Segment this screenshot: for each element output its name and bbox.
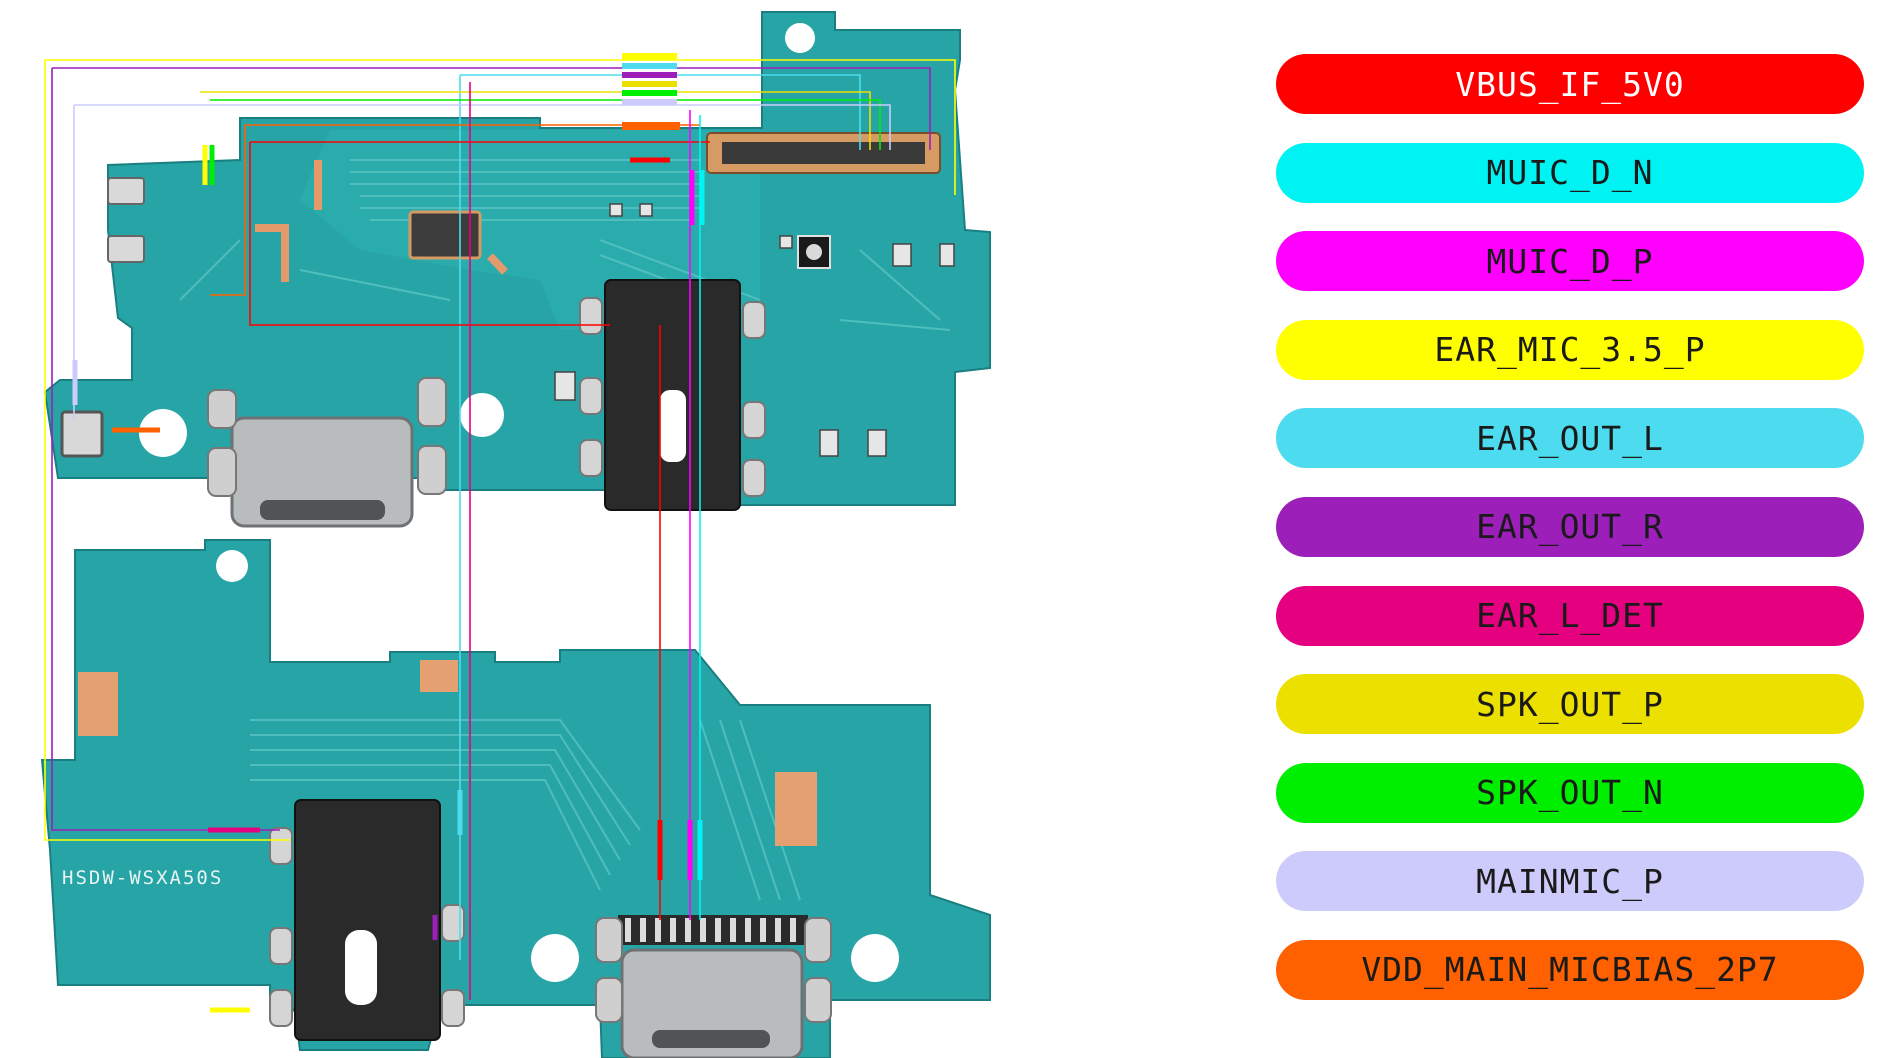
- wire-ear-mic: [44, 60, 290, 841]
- legend-item-mainmic-p: MAINMIC_P: [1276, 851, 1864, 912]
- copper-pad-trace: [487, 253, 508, 275]
- usb-c-port-top-opening: [260, 500, 385, 520]
- coax-connector-center: [806, 244, 822, 260]
- audio-jack-top-pads: [579, 297, 766, 497]
- wire-ear-out-r: [51, 68, 280, 831]
- wire-spk-n: [210, 99, 881, 150]
- usb-c-pads-top: [207, 377, 447, 497]
- top-mount-hole: [785, 23, 815, 53]
- top-board-traces: [179, 159, 951, 331]
- top-mount-hole: [139, 409, 187, 457]
- board-silkscreen-label: HSDW-WSXA50S: [62, 867, 223, 889]
- microphone: [60, 410, 104, 458]
- top-board: [43, 11, 991, 528]
- legend-item-spk-out-n: SPK_OUT_N: [1276, 762, 1864, 823]
- copper-pad: [78, 672, 118, 736]
- bottom-mount-hole: [216, 550, 248, 582]
- bottom-board: HSDW-WSXA50S: [40, 539, 991, 1058]
- bottom-mount-hole: [531, 934, 579, 982]
- copper-pad: [775, 772, 817, 846]
- btb-connector-inner: [722, 142, 925, 164]
- legend-item-muic-d-p: MUIC_D_P: [1276, 231, 1864, 292]
- mini-label-tags: [622, 53, 680, 130]
- legend-item-ear-out-r: EAR_OUT_R: [1276, 496, 1864, 557]
- bottom-board-outline: [40, 539, 991, 1058]
- small-connector: [408, 210, 482, 260]
- wire-ear-mic: [45, 59, 956, 195]
- usb-c-port-bottom-opening: [652, 1030, 770, 1048]
- usb-c-pins: [625, 918, 796, 942]
- usb-c-pads-bottom: [595, 917, 832, 1023]
- bottom-mount-hole: [851, 934, 899, 982]
- audio-jack-bottom-pads: [269, 827, 465, 1027]
- legend-item-ear-l-det: EAR_L_DET: [1276, 585, 1864, 646]
- copper-pad-trace: [255, 224, 289, 282]
- top-board-components: [554, 203, 955, 457]
- bottom-board-traces: [120, 719, 801, 901]
- copper-pad: [420, 660, 458, 692]
- highlight-segments: [72, 145, 705, 1013]
- legend-item-ear-mic-3-5-p: EAR_MIC_3.5_P: [1276, 319, 1864, 380]
- wire-ear-out-l: [460, 74, 861, 150]
- audio-jack-top-slot: [660, 390, 686, 462]
- wire-micbias: [210, 125, 246, 296]
- audio-jack-bottom-slot: [345, 930, 377, 1005]
- signal-wires: [44, 59, 956, 1000]
- wire-vbus: [249, 142, 610, 326]
- legend-item-ear-out-l: EAR_OUT_L: [1276, 408, 1864, 469]
- wire-mainmic: [74, 104, 891, 150]
- spring-contact: [107, 235, 145, 263]
- wire-ear-out-r: [52, 67, 931, 150]
- legend-item-muic-d-n: MUIC_D_N: [1276, 142, 1864, 203]
- legend-item-vdd-main-micbias-2p7: VDD_MAIN_MICBIAS_2P7: [1276, 939, 1864, 1000]
- audio-jack-bottom: [294, 799, 441, 1041]
- wire-spk: [200, 91, 871, 150]
- legend-item-spk-out-p: SPK_OUT_P: [1276, 674, 1864, 735]
- top-mount-hole: [460, 393, 504, 437]
- spring-contact: [107, 177, 145, 205]
- legend-item-vbus-if-5v0: VBUS_IF_5V0: [1276, 54, 1864, 114]
